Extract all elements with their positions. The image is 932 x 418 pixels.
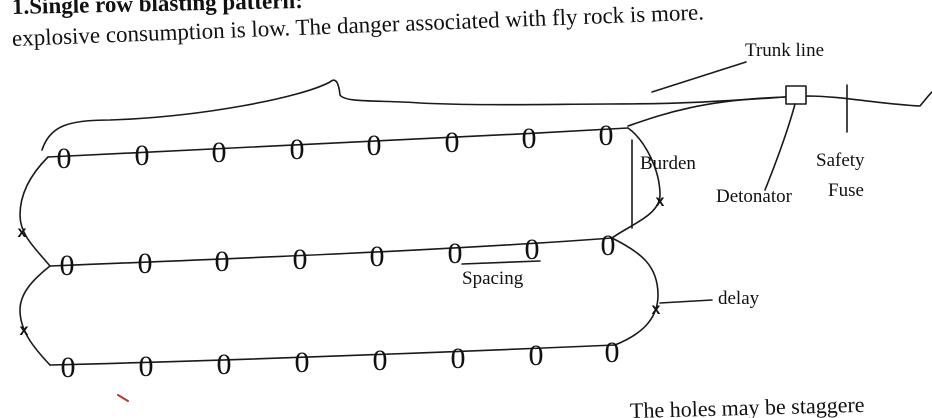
brace [41,79,786,151]
safety-label: Safety [816,150,865,171]
row-1-line [47,127,629,158]
delay-marker: x [18,224,27,241]
hole: 0 [370,240,385,273]
hole: 0 [293,243,308,276]
detonator-pointer [764,103,796,191]
hole: 0 [61,351,76,384]
hole: 0 [212,136,227,169]
spacing-label: Spacing [462,268,524,289]
hole: 0 [135,139,150,172]
hole: 0 [522,122,537,155]
hole: 0 [295,346,310,379]
left-connector-bottom [19,265,51,366]
row-3-line [49,344,616,366]
hole: 0 [599,119,614,152]
row-2-line [49,237,613,267]
hole: 0 [290,133,305,166]
hole: 0 [605,336,620,369]
hole: 0 [367,129,382,162]
trunk-line-pointer [651,61,747,93]
hole: 0 [451,342,466,375]
hole: 0 [60,249,75,282]
hole: 0 [373,344,388,377]
spacing-line [461,260,541,265]
right-connector-bottom [611,237,659,346]
delay-label: delay [718,288,760,309]
trunk-line [627,91,932,127]
stray-mark [117,394,129,402]
hole: 0 [525,233,540,266]
hole: 0 [448,237,463,270]
hole: 0 [57,142,72,175]
detonator-label: Detonator [716,186,792,207]
hole: 0 [138,247,153,280]
trunk-line-label: Trunk line [745,40,825,61]
left-connector-top [19,156,51,267]
delay-marker: x [652,301,661,318]
hole: 0 [445,126,460,159]
burden-label: Burden [640,153,696,174]
delay-pointer [659,299,713,304]
detonator-box [785,85,807,105]
delay-marker: x [20,322,29,339]
hole: 0 [217,348,232,381]
right-connector-top [611,127,661,239]
fuse-label: Fuse [828,180,864,201]
delay-marker: x [656,193,665,210]
hole: 0 [601,229,616,262]
hole: 0 [529,339,544,372]
hole: 0 [215,245,230,278]
hole: 0 [139,350,154,383]
